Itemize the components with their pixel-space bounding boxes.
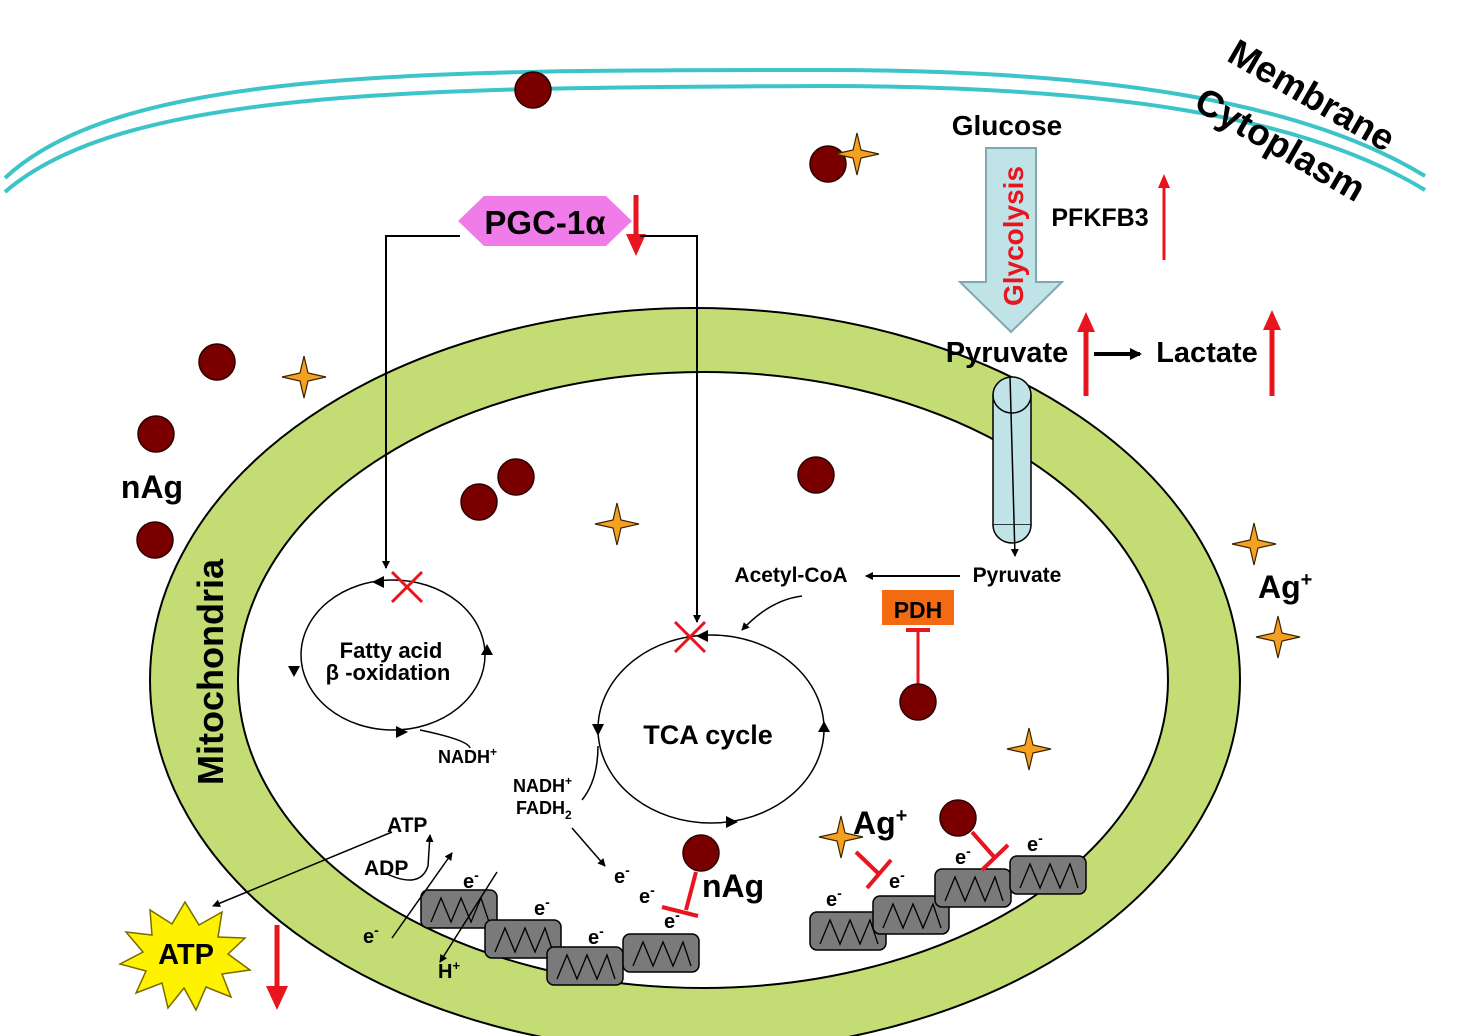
- ag-ion-star: [594, 502, 640, 546]
- electron-label: e-: [889, 867, 905, 893]
- nadh-tca-label: NADH+: [513, 774, 572, 796]
- fa-nadh-curve: [419, 729, 471, 749]
- atp-export-arrow: [212, 831, 393, 908]
- nag-particle: [514, 71, 552, 109]
- pfkfb3-label: PFKFB3: [1051, 204, 1148, 232]
- pdh-box: [882, 590, 954, 625]
- pgc1a-label: PGC-1α: [484, 204, 605, 241]
- electron-label: e-: [534, 894, 550, 920]
- ag-ion-star: [281, 355, 327, 399]
- glycolysis-label: Glycolysis: [998, 166, 1029, 306]
- ag-ion-stars: [281, 132, 1301, 859]
- h-plus-label: H+: [438, 958, 460, 983]
- ag-ion-star: [1006, 727, 1052, 771]
- nag-particle: [198, 343, 236, 381]
- nag-etc-inhibit-bar: [661, 905, 699, 918]
- ag-outer-label: Ag+: [1258, 569, 1312, 605]
- tca-nadh-curve: [581, 745, 599, 801]
- ag-ion-star: [1231, 522, 1277, 566]
- electron-label: e-: [639, 882, 655, 908]
- pyruvate-inner-label: Pyruvate: [973, 564, 1062, 587]
- pgc1a-to-fa-line: [382, 235, 460, 569]
- nadh-to-etc-arrow: [571, 827, 606, 867]
- pyruvate-outer-label: Pyruvate: [946, 337, 1069, 369]
- nag-particles: [136, 71, 977, 872]
- nag2-etc-inhibit-line: [970, 830, 997, 860]
- pgc1a-to-tca-line: [640, 235, 701, 623]
- electron-labels: e- e- e- e- e- e- e- e- e- e- e-: [363, 830, 1043, 949]
- nag-particle: [939, 799, 977, 837]
- atp-inner-label: ATP: [387, 814, 427, 837]
- glycolysis-arrow: [957, 147, 1065, 334]
- electron-label: e-: [826, 885, 842, 911]
- fatty-acid-cycle: [288, 576, 493, 738]
- tca-inhibit-mark: [673, 620, 707, 654]
- electron-label: e-: [363, 922, 379, 948]
- pdh-label: PDH: [894, 597, 943, 623]
- nag2-etc-inhibit-bar: [980, 843, 1010, 872]
- nag-inner-label: nAg: [702, 868, 764, 904]
- nadh-fa-label: NADH+: [438, 745, 497, 767]
- etc-complex-3: [546, 946, 624, 986]
- atp-down-arrowhead: [266, 986, 288, 1010]
- nag-outer-label: nAg: [121, 469, 183, 505]
- ag-etc-inhibit-line: [854, 850, 882, 877]
- nag-particle: [460, 483, 498, 521]
- proton-diagonal-arrow: [439, 871, 498, 963]
- etc-complex-5: [809, 911, 887, 951]
- acetyl-coa-label: Acetyl-CoA: [734, 564, 847, 587]
- nag-particle: [899, 683, 937, 721]
- electron-label: e-: [614, 862, 630, 888]
- pfkfb3-up-arrowhead: [1158, 174, 1170, 188]
- fa-inhibit-mark: [390, 570, 424, 604]
- tca-label: TCA cycle: [643, 720, 773, 750]
- pyruvate-up-arrowhead: [1077, 312, 1095, 332]
- ag-ion-star: [818, 815, 864, 859]
- pgc1a-down-arrowhead: [626, 234, 646, 256]
- glucose-label: Glucose: [952, 110, 1062, 141]
- nag-particle: [136, 521, 174, 559]
- adp-to-atp-curve: [384, 834, 434, 881]
- mitochondrion: [148, 307, 1242, 1036]
- atp-burst: [117, 900, 252, 1012]
- mitochondria-label: Mitochondria: [190, 558, 231, 785]
- etc-complex-7: [934, 868, 1012, 908]
- nag-particle: [137, 415, 175, 453]
- adp-label: ADP: [364, 857, 408, 880]
- atp-burst-label: ATP: [158, 939, 214, 971]
- etc-complex-6: [872, 895, 950, 935]
- ag-inner-label: Ag+: [853, 805, 907, 841]
- etc-complex-2: [484, 919, 562, 959]
- ag-etc-inhibit-bar: [865, 858, 893, 890]
- electron-to-adp-arrow: [391, 852, 453, 939]
- nag-etc-inhibit-line: [684, 871, 698, 911]
- tca-cycle: [592, 630, 830, 828]
- nag-particle: [809, 145, 847, 183]
- ag-ion-star: [834, 132, 880, 176]
- electron-transport-chain: [420, 855, 1087, 986]
- etc-complex-1: [420, 889, 498, 929]
- pyruvate-transport-arrow: [1009, 375, 1019, 557]
- lactate-label: Lactate: [1156, 337, 1258, 369]
- fa-label-line1: Fatty acid: [340, 638, 443, 663]
- acetylcoa-to-tca-arrow: [741, 595, 803, 631]
- nag-particle: [497, 458, 535, 496]
- cell-membrane: [3, 67, 1427, 194]
- pgc1a-box: [458, 196, 632, 246]
- electron-label: e-: [463, 867, 479, 893]
- fadh-label: FADH2: [516, 798, 572, 822]
- electron-label: e-: [664, 907, 680, 933]
- nag-particle: [682, 834, 720, 872]
- fa-label-line2: β -oxidation: [326, 660, 451, 685]
- etc-complex-8: [1009, 855, 1087, 895]
- lactate-up-arrowhead: [1263, 310, 1281, 330]
- nag-particle: [797, 456, 835, 494]
- etc-complex-4: [622, 933, 700, 973]
- electron-label: e-: [1027, 830, 1043, 856]
- electron-label: e-: [955, 843, 971, 869]
- electron-label: e-: [588, 923, 604, 949]
- ag-ion-star: [1255, 615, 1301, 659]
